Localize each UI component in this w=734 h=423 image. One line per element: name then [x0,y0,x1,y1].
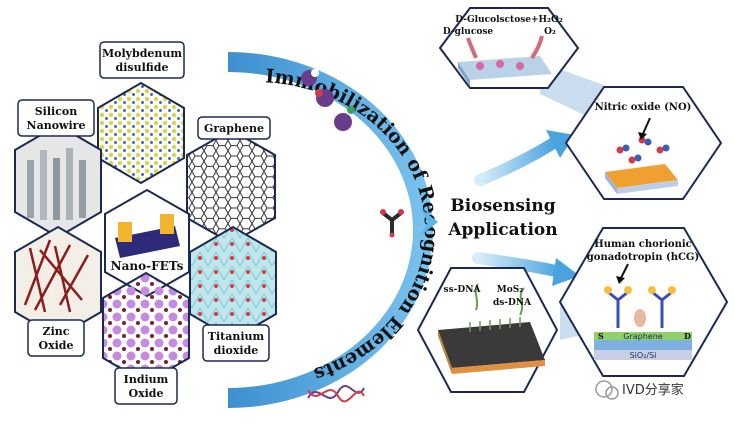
hcg-label-line1: Human chorionic [594,239,691,250]
nitric-label: Nitric oxide (NO) [595,102,692,113]
immobilization-arc [228,52,433,408]
arrow-up-right-icon [474,130,575,186]
dna-mos2-label: MoS₂ [497,285,523,295]
label-molybdenum-line2: disulfide [116,61,169,74]
hex-graphene [186,128,276,245]
glucose-left-label: D-glucose [443,27,494,37]
label-indium: Indium Oxide [114,367,178,405]
label-indium-line1: Indium [124,373,169,386]
label-graphene-text: Graphene [204,122,264,135]
chevron-right-icon [420,208,438,236]
watermark-text: IVD分享家 [622,382,684,398]
label-silicon: Silicon Nanowire [17,99,95,137]
label-zinc: Zinc Oxide [27,319,85,357]
label-titanium: Titanium dioxide [202,324,270,362]
label-molybdenum-line1: Molybdenum [102,47,182,60]
enzyme-molecule-icon [301,69,355,131]
wechat-logo-icon [595,380,613,398]
label-indium-line2: Oxide [128,387,163,400]
label-titanium-line1: Titanium [208,330,265,343]
label-molybdenum: Molybdenum disulfide [99,41,185,79]
panel-glucose: D-Glucolsctose+H₂O₂ D-glucose O₂ [438,7,580,89]
center-label-line2: Application [447,220,557,240]
label-nano-fets: Nano-FETs [111,259,184,273]
center-label-line1: Biosensing [450,196,555,216]
glucose-o2-label: O₂ [544,27,556,37]
label-silicon-line1: Silicon [35,105,78,118]
hex-indium-oxide [102,271,190,385]
hex-molybdenum-disulfide [97,81,185,185]
hex-silicon-nanowire [14,123,102,239]
arrow-down-right-icon [472,252,580,286]
dna-helix-icon [307,385,365,403]
hcg-s-label: S [598,331,604,341]
panel-nitric-oxide: Nitric oxide (NO) [564,86,723,200]
label-silicon-line2: Nanowire [27,119,86,132]
hcg-d-label: D [684,331,691,341]
antibody-icon [380,209,404,238]
hcg-graphene-label: Graphene [623,332,663,341]
label-zinc-line1: Zinc [43,325,70,338]
dna-ss-label: ss-DNA [444,285,482,295]
hex-nano-fets [104,188,190,298]
hex-zinc-oxide [14,225,102,339]
panel-dna: ss-DNA MoS₂ ds-DNA [416,267,559,393]
hcg-label-line2: gonadotropin (hCG) [587,252,699,263]
watermark: IVD分享家 [595,380,684,400]
label-nano-fets-text: Nano-FETs [111,259,184,273]
label-graphene: Graphene [197,116,271,140]
hex-titanium-dioxide [189,225,277,341]
dna-ds-label: ds-DNA [493,298,532,308]
label-zinc-line2: Oxide [38,339,73,352]
glucose-top-label: D-Glucolsctose+H₂O₂ [455,15,563,25]
panel-hcg: Human chorionic gonadotropin (hCG) S D G… [558,227,729,377]
label-titanium-line2: dioxide [214,344,259,357]
hcg-substrate-label: SiO₂/Si [630,351,657,360]
